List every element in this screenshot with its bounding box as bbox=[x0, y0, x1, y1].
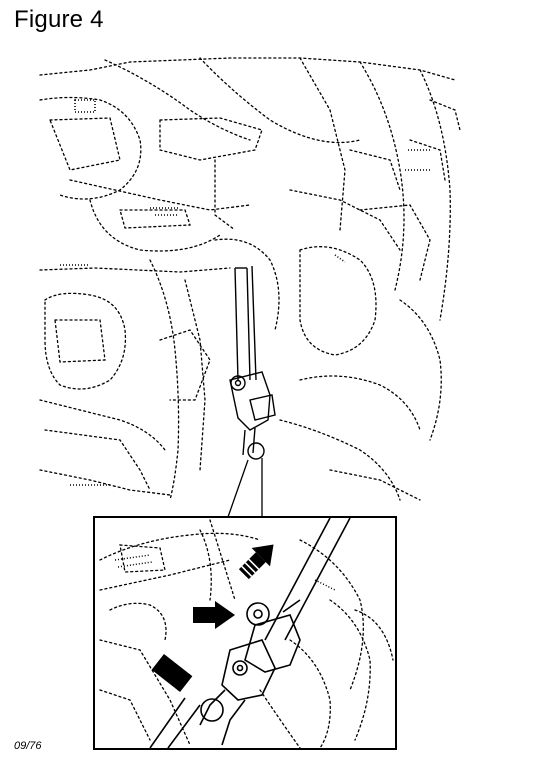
main-view bbox=[39, 57, 461, 501]
arrow-icon bbox=[193, 601, 235, 629]
figure-code: 09/76 bbox=[14, 740, 42, 752]
detail-view bbox=[93, 516, 397, 750]
steering-column-main bbox=[229, 265, 276, 460]
figure-title: Figure 4 bbox=[14, 6, 104, 33]
detail-callout-lines bbox=[227, 458, 263, 518]
main-view-accents bbox=[60, 99, 432, 486]
arrow-icon bbox=[238, 544, 274, 580]
arrow-icon bbox=[151, 654, 193, 692]
